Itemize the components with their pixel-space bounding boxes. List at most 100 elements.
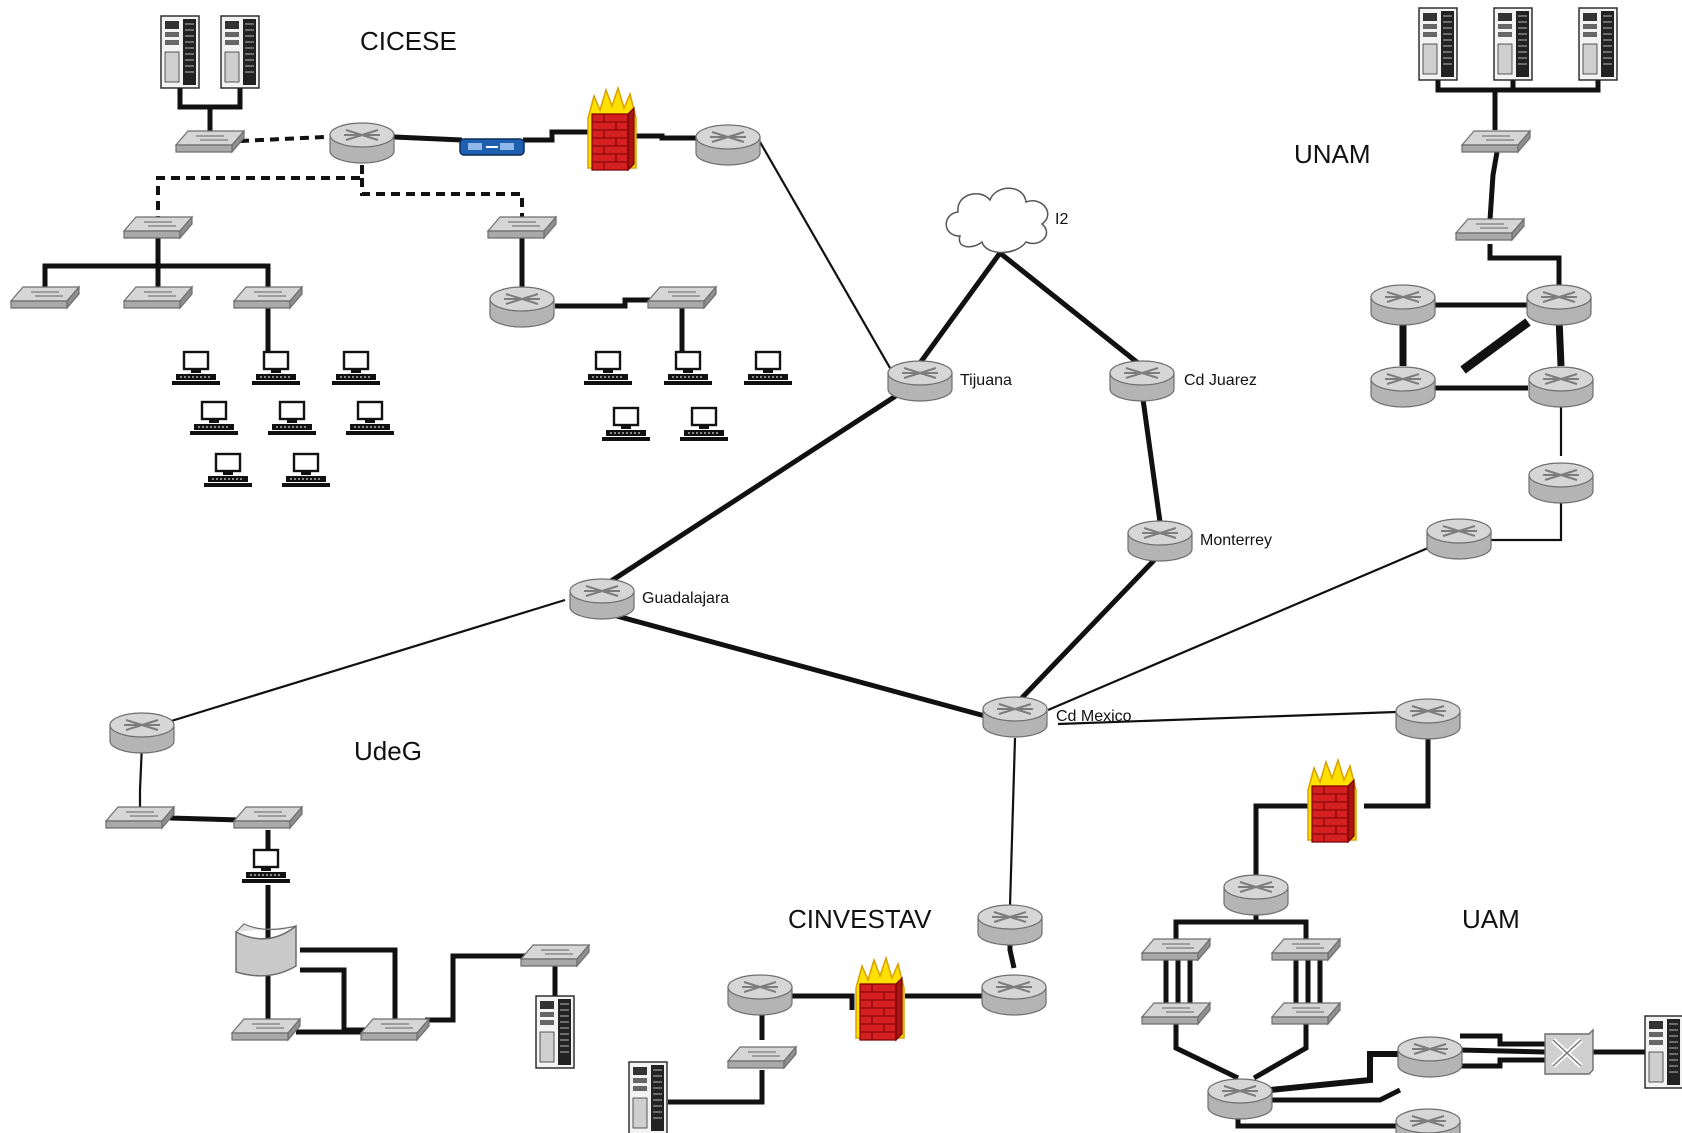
cinvestav-router-firewall-link	[790, 993, 855, 1010]
server-icon	[535, 995, 575, 1069]
switch-icon	[233, 286, 303, 309]
switch-icon	[105, 806, 175, 829]
uam-router-optical-link-mid	[1459, 1047, 1546, 1055]
bridge-icon	[235, 923, 297, 977]
router-icon	[1526, 284, 1592, 326]
uam-firewall-router-link	[1253, 803, 1310, 878]
router-icon	[1370, 284, 1436, 326]
switch-icon	[1455, 218, 1525, 241]
tijuana-i2-link	[917, 251, 1003, 365]
cicese-site	[10, 15, 794, 489]
unam-core-diagonal-link	[1460, 318, 1531, 374]
switch-icon	[123, 286, 193, 309]
firewall-icon	[587, 87, 637, 171]
cdmexico-uam-link	[1057, 710, 1397, 726]
node-label-cd-mexico: Cd Mexico	[1056, 708, 1132, 725]
workstation-icon	[662, 350, 714, 387]
router-icon	[1395, 1108, 1461, 1133]
uam-stack-router-links	[1173, 1024, 1309, 1081]
router-icon	[1528, 462, 1594, 504]
switch-icon	[1271, 938, 1341, 961]
server-icon	[1493, 7, 1533, 81]
workstation-icon	[266, 400, 318, 437]
node-label-i2: I2	[1055, 211, 1068, 228]
router-icon	[981, 974, 1047, 1016]
switch-icon	[231, 1018, 301, 1041]
uam-router-router-link	[1269, 1051, 1398, 1093]
router-icon	[1370, 366, 1436, 408]
cicese-router-switch-left-dashed-link	[156, 150, 364, 222]
node-label-monterrey: Monterrey	[1200, 532, 1272, 549]
uam-stack-left-links	[1163, 958, 1193, 1006]
switch-icon	[1271, 1002, 1341, 1025]
switch-icon	[1461, 130, 1531, 153]
site-label-cinvestav: CINVESTAV	[788, 904, 932, 934]
router-icon	[887, 360, 953, 402]
udeg-switch-switch-link	[169, 815, 241, 823]
vpn-device-icon	[459, 138, 525, 156]
unam-core-right-link	[1555, 317, 1565, 367]
switch-icon	[647, 286, 717, 309]
site-label-unam: UNAM	[1294, 139, 1371, 169]
monterrey-cdmexico-link	[1014, 550, 1164, 706]
workstation-icon	[742, 350, 794, 387]
router-icon	[982, 696, 1048, 738]
cicese-tijuana-link	[759, 141, 891, 369]
workstation-icon	[240, 848, 292, 885]
router-icon	[1109, 360, 1175, 402]
switch-icon	[520, 944, 590, 967]
switch-icon	[1141, 938, 1211, 961]
switch-icon	[487, 216, 557, 239]
cdmexico-cinvestav-link	[1008, 737, 1017, 907]
node-label-guadalajara: Guadalajara	[642, 590, 729, 607]
cicese-switch-router-dashed-link	[239, 135, 326, 143]
workstation-icon	[170, 350, 222, 387]
switch-icon	[727, 1046, 797, 1069]
unam-switch-router-link	[1487, 244, 1562, 290]
cdjuarez-monterrey-link	[1139, 391, 1163, 523]
cicese-router-vpn-link	[393, 134, 463, 143]
udeg-site	[105, 712, 590, 1069]
workstation-icon	[344, 400, 396, 437]
node-label-cd-juarez: Cd Juarez	[1184, 372, 1257, 389]
router-icon	[1223, 874, 1289, 916]
cinvestav-switch-server-link	[668, 1070, 765, 1105]
switch-icon	[360, 1018, 430, 1041]
backbone	[569, 187, 1193, 738]
firewall-icon	[855, 957, 905, 1041]
server-icon	[1578, 7, 1618, 81]
server-icon	[220, 15, 260, 89]
labels: CICESE UNAM UdeG CINVESTAV UAM I2 Tijuan…	[354, 26, 1520, 934]
workstation-icon	[202, 452, 254, 489]
unam-switch-switch-link	[1487, 151, 1500, 221]
site-label-cicese: CICESE	[360, 26, 457, 56]
workstation-icon	[188, 400, 240, 437]
router-icon	[489, 286, 555, 328]
cicese-router2-switch-link	[555, 297, 652, 309]
router-icon	[1528, 366, 1594, 408]
router-icon	[1426, 518, 1492, 560]
uam-router-optical-links	[1460, 1033, 1545, 1069]
server-icon	[160, 15, 200, 89]
switch-icon	[10, 286, 80, 309]
router-icon	[329, 122, 395, 164]
switch-icon	[1141, 1002, 1211, 1025]
router-icon	[727, 974, 793, 1016]
cicese-vpn-firewall-link	[523, 129, 595, 143]
guadalajara-cdmexico-link	[601, 609, 986, 719]
workstation-icon	[582, 350, 634, 387]
udeg-router-switch-link	[138, 743, 144, 810]
server-icon	[1418, 7, 1458, 81]
router-icon	[1395, 698, 1461, 740]
cdmexico-unam-link	[1047, 546, 1429, 712]
cicese-router-switch-right-dashed-link	[360, 178, 524, 222]
links	[42, 44, 1652, 1129]
udeg-switch-switch4-link	[425, 953, 528, 1023]
router-icon	[695, 124, 761, 166]
cloud-icon	[945, 187, 1049, 254]
workstation-icon	[330, 350, 382, 387]
udeg-bridge-switch2-link	[300, 967, 370, 1033]
switch-icon	[233, 806, 303, 829]
uam-stack-right-links	[1293, 958, 1323, 1006]
